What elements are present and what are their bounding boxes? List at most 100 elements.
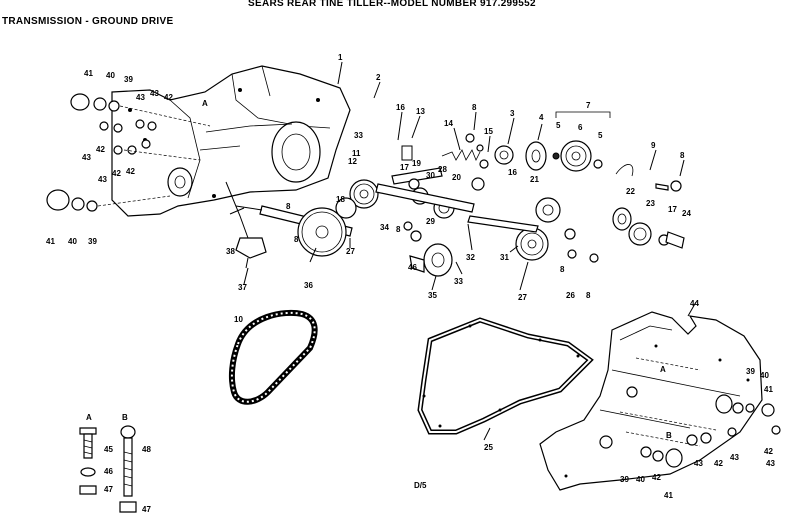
callout-20: 20: [452, 173, 461, 182]
callout-14: 14: [444, 119, 453, 128]
callout-41: 41: [764, 385, 773, 394]
callout-46: 46: [104, 467, 113, 476]
callout-4: 4: [539, 113, 544, 122]
callout-43: 43: [694, 459, 703, 468]
callout-17: 17: [668, 205, 677, 214]
callout-43: 43: [136, 93, 145, 102]
callout-42: 42: [112, 169, 121, 178]
callout-38: 38: [226, 247, 235, 256]
callout-47: 47: [104, 485, 113, 494]
callout-A: A: [660, 365, 666, 374]
callout-16: 16: [396, 103, 405, 112]
callout-9: 9: [651, 141, 656, 150]
callout-5: 5: [556, 121, 561, 130]
transmission-housing: [111, 65, 351, 217]
callout-34: 34: [380, 223, 389, 232]
callout-25: 25: [484, 443, 493, 452]
callout-24: 24: [682, 209, 691, 218]
callout-10: 10: [234, 315, 243, 324]
callout-5: 5: [598, 131, 603, 140]
callout-17: 17: [400, 163, 409, 172]
callout-41: 41: [664, 491, 673, 500]
callout-39: 39: [124, 75, 133, 84]
callout-42: 42: [126, 167, 135, 176]
callout-43: 43: [730, 453, 739, 462]
diagram-subtitle: TRANSMISSION - GROUND DRIVE: [2, 16, 174, 27]
callout-30: 30: [426, 171, 435, 180]
leader-lines: [243, 61, 697, 441]
callout-33: 33: [354, 131, 363, 140]
lever-bracket: [225, 181, 267, 269]
callout-40: 40: [68, 237, 77, 246]
left-bearing-stack-bottom: [46, 189, 171, 212]
diagram-title: SEARS REAR TINE TILLER--MODEL NUMBER 917…: [248, 0, 536, 9]
callout-41: 41: [84, 69, 93, 78]
bolt-b: [119, 425, 137, 513]
callout-40: 40: [636, 475, 645, 484]
callout-1: 1: [338, 53, 343, 62]
callout-40: 40: [760, 371, 769, 380]
callout-12: 12: [348, 157, 357, 166]
gasket: [417, 317, 594, 435]
page-code: D/5: [414, 481, 427, 490]
callout-40: 40: [106, 71, 115, 80]
callout-28: 28: [438, 165, 447, 174]
callout-39: 39: [88, 237, 97, 246]
callout-26: 26: [566, 291, 575, 300]
callout-13: 13: [416, 107, 425, 116]
bolt-a: [79, 427, 97, 495]
callout-31: 31: [500, 253, 509, 262]
callout-7: 7: [586, 101, 591, 110]
callout-33: 33: [454, 277, 463, 286]
callout-43: 43: [98, 175, 107, 184]
callout-27: 27: [518, 293, 527, 302]
callout-19: 19: [412, 159, 421, 168]
left-bearing-stack-top: [70, 93, 211, 161]
callout-labels: 1 2 3 4 5 5 6 7 8 8 8 8 8 8 8 9 10 11 12…: [46, 53, 775, 514]
callout-8: 8: [560, 265, 565, 274]
callout-21: 21: [530, 175, 539, 184]
callout-B: B: [122, 413, 128, 422]
callout-42: 42: [714, 459, 723, 468]
shaft-and-spring: [391, 133, 489, 191]
callout-47: 47: [142, 505, 151, 514]
callout-36: 36: [304, 281, 313, 290]
callout-8: 8: [396, 225, 401, 234]
callout-39: 39: [620, 475, 629, 484]
callout-B: B: [666, 431, 672, 440]
callout-42: 42: [96, 145, 105, 154]
callout-3: 3: [510, 109, 515, 118]
right-side-parts: [612, 164, 685, 249]
callout-42: 42: [164, 93, 173, 102]
callout-6: 6: [578, 123, 583, 132]
callout-8: 8: [294, 235, 299, 244]
callout-23: 23: [646, 199, 655, 208]
callout-15: 15: [484, 127, 493, 136]
callout-A: A: [86, 413, 92, 422]
callout-27: 27: [346, 247, 355, 256]
callout-43: 43: [82, 153, 91, 162]
cover-plate: [539, 311, 763, 491]
bearing-group: [403, 221, 599, 277]
callout-18: 18: [336, 195, 345, 204]
callout-29: 29: [426, 217, 435, 226]
callout-42: 42: [764, 447, 773, 456]
callout-32: 32: [466, 253, 475, 262]
callout-A: A: [202, 99, 208, 108]
callout-37: 37: [238, 283, 247, 292]
callout-41: 41: [46, 237, 55, 246]
callout-2: 2: [376, 73, 381, 82]
callout-42: 42: [652, 473, 661, 482]
callout-43: 43: [766, 459, 775, 468]
callout-8: 8: [472, 103, 477, 112]
callout-43: 43: [150, 89, 159, 98]
callout-8: 8: [286, 202, 291, 211]
axle-with-gear: [235, 205, 353, 257]
sprocket-group: [494, 111, 611, 172]
callout-44: 44: [690, 299, 699, 308]
right-bearing-stack-lower: [640, 432, 712, 468]
gear-cluster: [335, 179, 561, 261]
callout-11: 11: [352, 149, 361, 158]
